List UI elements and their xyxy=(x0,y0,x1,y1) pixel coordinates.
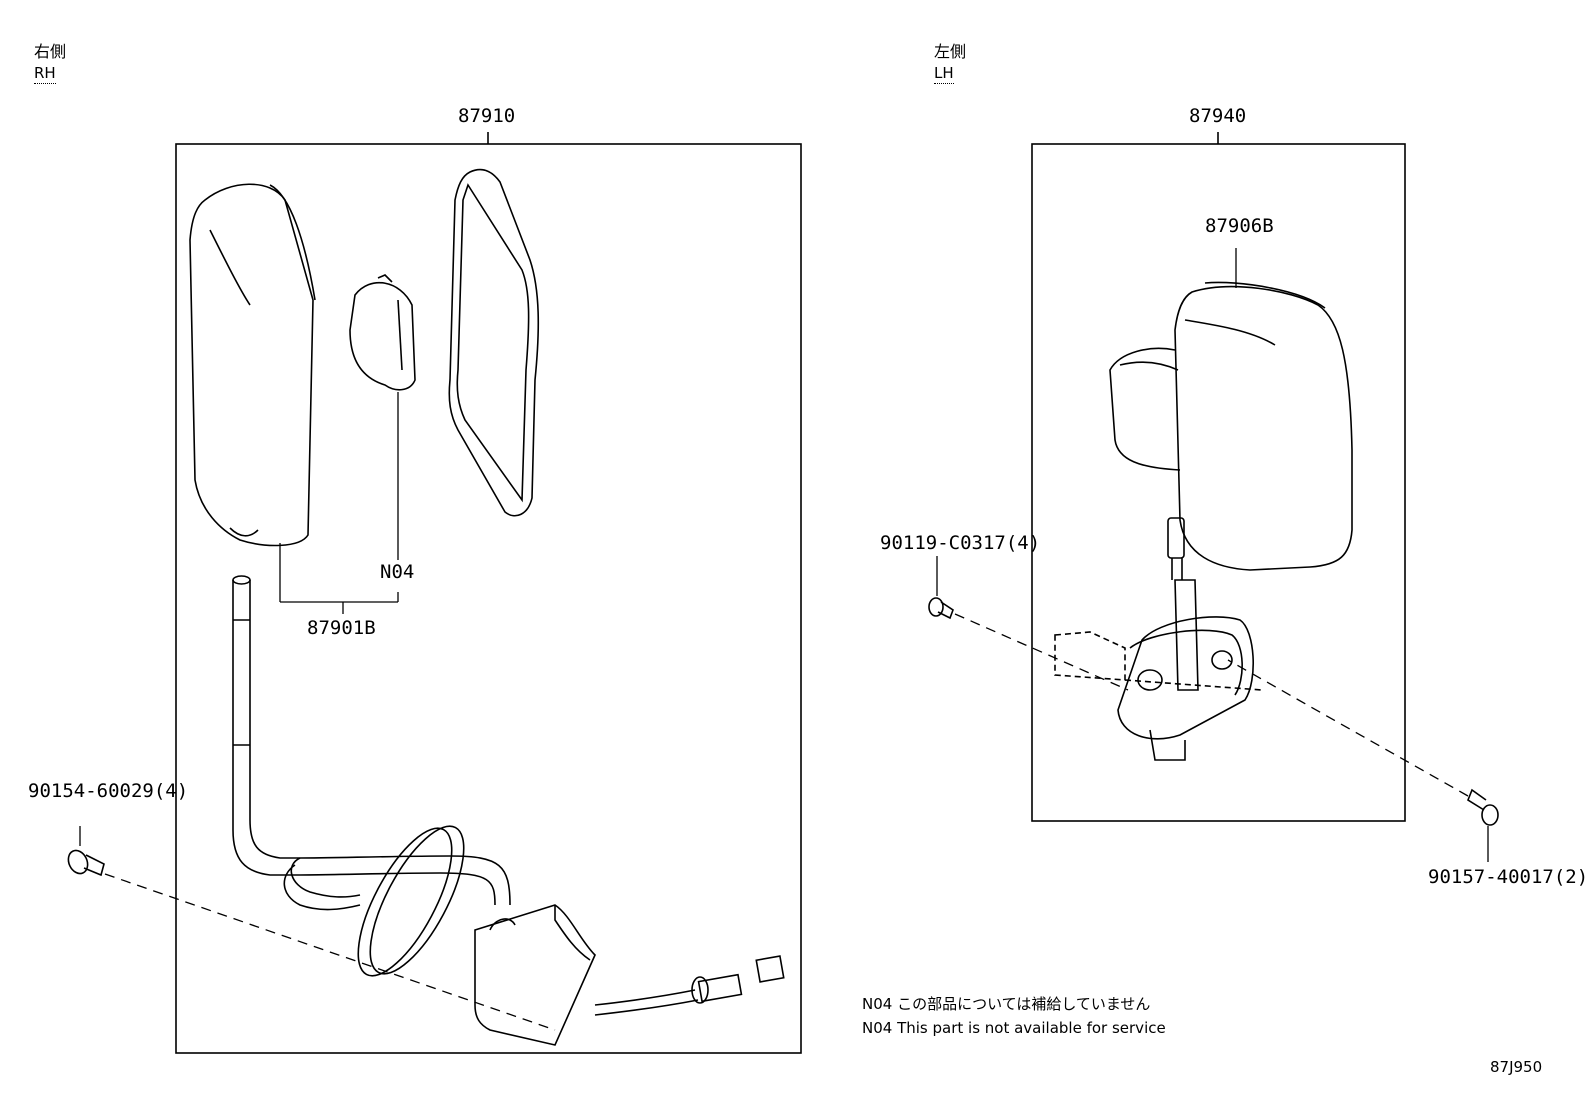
part-87906b: 87906B xyxy=(1205,215,1274,237)
part-screw-rh: 90154-60029(4) xyxy=(28,780,189,802)
rh-assembly-number: 87910 xyxy=(458,105,516,127)
lh-side-label-jp: 左側 xyxy=(934,42,967,61)
rh-assembly-frame xyxy=(175,143,802,1054)
part-n04: N04 xyxy=(380,561,415,583)
rh-side-label-jp: 右側 xyxy=(34,42,67,61)
part-screw-lh-bottom: 90157-40017(2) xyxy=(1428,866,1589,888)
rh-side-label-en: RH xyxy=(34,64,56,84)
lh-mirror-stay xyxy=(1054,517,1263,761)
lh-assembly-number: 87940 xyxy=(1189,105,1247,127)
rh-screw xyxy=(67,849,105,877)
rh-callout-bracket xyxy=(279,392,399,614)
part-87901b: 87901B xyxy=(307,617,376,639)
rh-mount-base xyxy=(357,825,785,1046)
lh-mirror-head xyxy=(1109,281,1353,571)
lh-screw-bottom xyxy=(1467,788,1499,826)
rh-mirror-housing xyxy=(189,183,316,547)
rh-mirror-stay xyxy=(232,575,511,911)
lh-side-label-en: LH xyxy=(934,64,954,84)
note-jp: N04 この部品については補給していません xyxy=(862,995,1151,1013)
part-screw-lh-top: 90119-C0317(4) xyxy=(880,532,1041,554)
lh-assembly-frame xyxy=(1031,143,1406,822)
rh-turn-lamp xyxy=(349,274,416,391)
rh-mirror-glass xyxy=(448,168,540,517)
diagram-code: 87J950 xyxy=(1490,1058,1543,1076)
note-en: N04 This part is not available for servi… xyxy=(862,1019,1166,1037)
lh-screw-top xyxy=(928,597,954,620)
